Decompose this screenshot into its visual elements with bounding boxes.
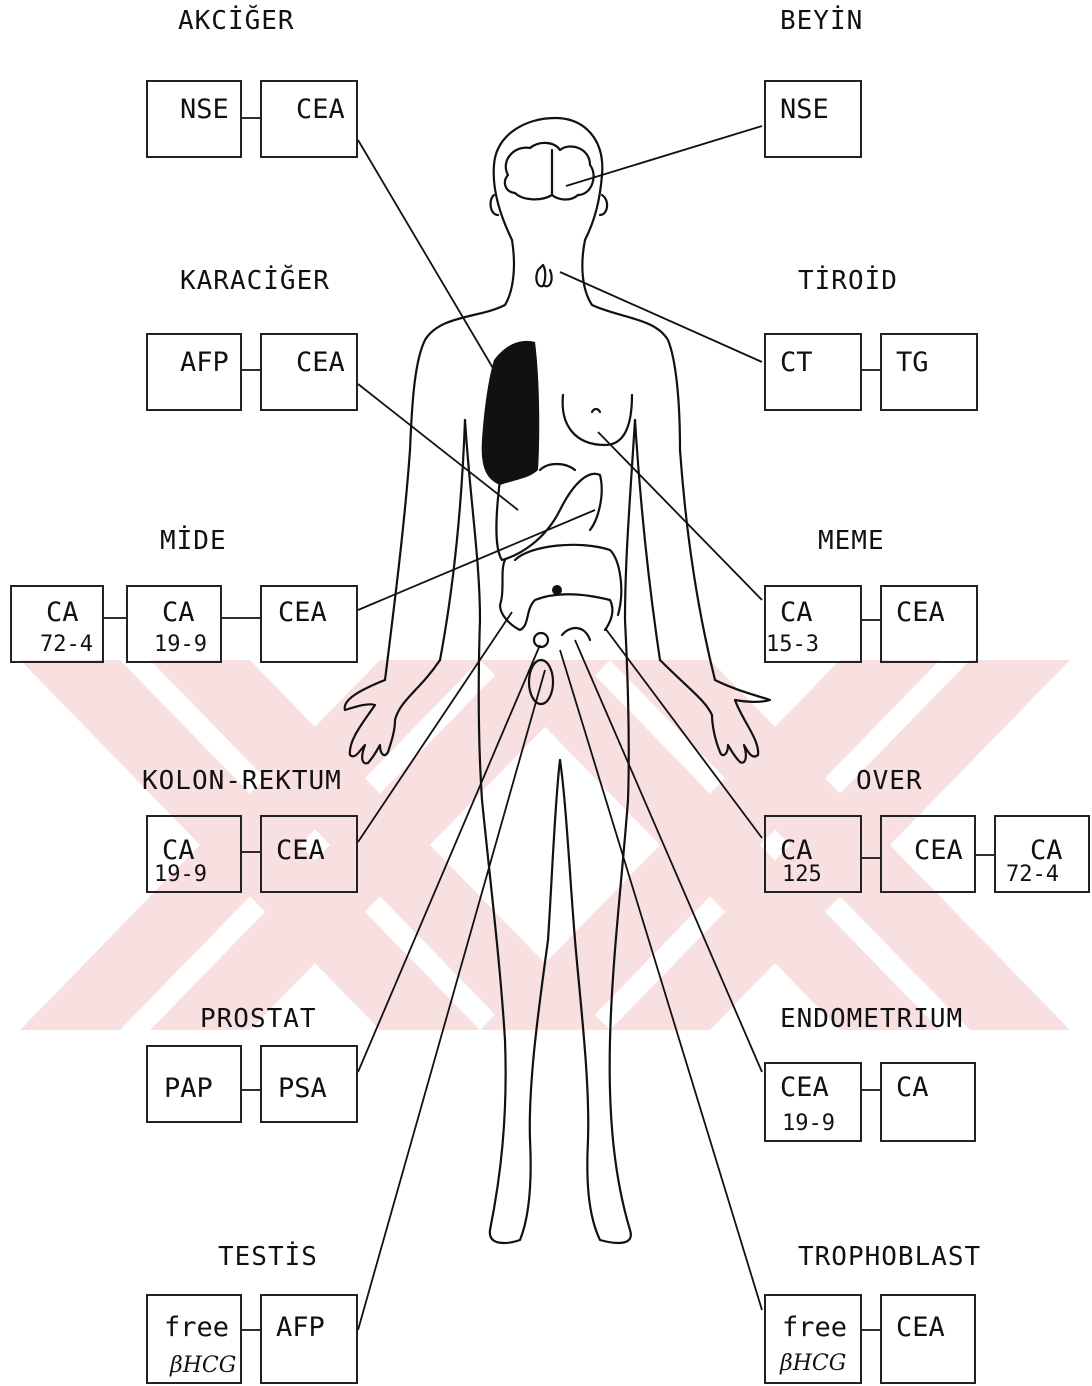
marker-label: PSA	[278, 1073, 327, 1104]
organ-title-akciger: AKCİĞER	[178, 6, 295, 36]
marker-label: CEA	[296, 94, 345, 125]
marker-label: AFP	[180, 347, 229, 378]
marker-box-testis-1: free βHCG	[146, 1294, 242, 1384]
marker-label: CEA	[780, 1072, 829, 1103]
marker-box-kolon-2: CEA	[260, 815, 358, 893]
marker-label: PAP	[164, 1073, 213, 1104]
organ-title-karaciger: KARACİĞER	[180, 266, 330, 296]
marker-sublabel: βHCG	[780, 1351, 846, 1376]
marker-label: CEA	[896, 597, 945, 628]
marker-sublabel: 15-3	[766, 632, 819, 657]
marker-label: CA	[162, 597, 195, 628]
marker-label: CEA	[278, 597, 327, 628]
organ-title-mide: MİDE	[160, 526, 227, 556]
marker-box-endometrium-2: CA	[880, 1062, 976, 1142]
marker-label: CA	[780, 597, 813, 628]
marker-box-mide-1: CA 72-4	[10, 585, 104, 663]
marker-box-beyin-1: NSE	[764, 80, 862, 158]
marker-box-kolon-1: CA 19-9	[146, 815, 242, 893]
marker-sublabel: 72-4	[40, 632, 93, 657]
marker-box-prostat-1: PAP	[146, 1045, 242, 1123]
marker-label: CA	[896, 1072, 929, 1103]
marker-box-mide-2: CA 19-9	[126, 585, 222, 663]
marker-box-tiroid-2: TG	[880, 333, 978, 411]
organ-title-over: OVER	[856, 766, 923, 796]
marker-sublabel: 19-9	[154, 632, 207, 657]
marker-label: CEA	[296, 347, 345, 378]
marker-box-over-2: CEA	[880, 815, 976, 893]
marker-label: NSE	[180, 94, 229, 125]
marker-box-karaciger-1: AFP	[146, 333, 242, 411]
marker-box-prostat-2: PSA	[260, 1045, 358, 1123]
marker-box-over-1: CA 125	[764, 815, 862, 893]
marker-box-trophoblast-2: CEA	[880, 1294, 976, 1384]
marker-box-akciger-2: CEA	[260, 80, 358, 158]
marker-label: free	[164, 1312, 229, 1343]
organ-title-testis: TESTİS	[218, 1242, 318, 1272]
organ-title-endometrium: ENDOMETRIUM	[780, 1004, 963, 1034]
organ-title-beyin: BEYİN	[780, 6, 863, 36]
marker-label: CA	[46, 597, 79, 628]
marker-box-trophoblast-1: free βHCG	[764, 1294, 862, 1384]
marker-box-over-3: CA 72-4	[994, 815, 1090, 893]
organ-title-prostat: PROSTAT	[200, 1004, 317, 1034]
marker-box-testis-2: AFP	[260, 1294, 358, 1384]
marker-box-akciger-1: NSE	[146, 80, 242, 158]
marker-box-meme-2: CEA	[880, 585, 978, 663]
marker-label: CEA	[914, 835, 963, 866]
organ-title-kolon: KOLON-REKTUM	[142, 766, 342, 796]
marker-label: NSE	[780, 94, 829, 125]
marker-label: CEA	[276, 835, 325, 866]
marker-label: AFP	[276, 1312, 325, 1343]
marker-sublabel: βHCG	[170, 1353, 236, 1378]
organ-title-trophoblast: TROPHOBLAST	[798, 1242, 981, 1272]
marker-box-karaciger-2: CEA	[260, 333, 358, 411]
marker-label: CEA	[896, 1312, 945, 1343]
marker-box-meme-1: CA 15-3	[764, 585, 862, 663]
marker-label: CT	[780, 347, 813, 378]
marker-sublabel: 72-4	[1006, 862, 1059, 887]
marker-label: TG	[896, 347, 929, 378]
organ-title-tiroid: TİROİD	[798, 266, 898, 296]
organ-title-meme: MEME	[818, 526, 885, 556]
marker-sublabel: 19-9	[154, 862, 207, 887]
marker-sublabel: 125	[782, 862, 822, 887]
marker-label: free	[782, 1312, 847, 1343]
marker-sublabel: 19-9	[782, 1111, 835, 1136]
marker-box-endometrium-1: CEA 19-9	[764, 1062, 862, 1142]
marker-box-mide-3: CEA	[260, 585, 358, 663]
marker-box-tiroid-1: CT	[764, 333, 862, 411]
